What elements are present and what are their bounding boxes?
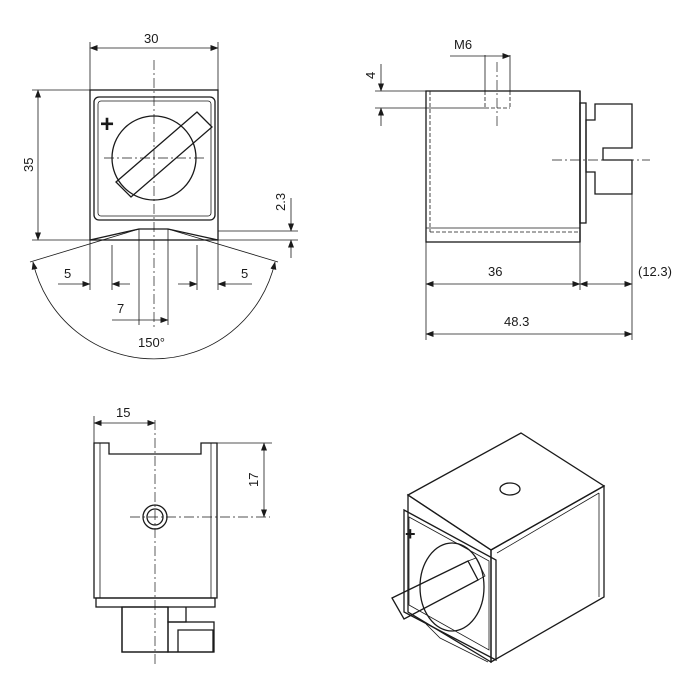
depth-label: 4 xyxy=(363,72,378,79)
gap-dimension-label: 2.3 xyxy=(273,193,288,211)
front-face-inner xyxy=(97,100,212,217)
isometric-view: + xyxy=(391,432,606,664)
angle-label: 150° xyxy=(138,335,165,350)
front-bottom-groove xyxy=(89,228,219,241)
iso-front-face xyxy=(407,493,492,664)
hole-x-label: 15 xyxy=(116,405,130,420)
width-dimension-label: 30 xyxy=(144,31,158,46)
iso-right-face xyxy=(490,484,605,664)
bottom-body xyxy=(93,442,218,599)
bottom-face-plate xyxy=(95,597,216,608)
front-face-plate xyxy=(93,96,216,221)
bottom-knob-body xyxy=(121,606,169,653)
iso-front-plate-inner xyxy=(408,516,490,651)
overall-length-label: 48.3 xyxy=(504,314,529,329)
iso-base-edge xyxy=(425,623,489,663)
iso-plus-symbol: + xyxy=(405,524,416,544)
iso-lever xyxy=(391,560,479,620)
thread-label: M6 xyxy=(454,37,472,52)
iso-front-plate xyxy=(403,508,497,662)
iso-top-hole xyxy=(499,482,521,496)
iso-knob xyxy=(419,542,485,632)
angle-leg-right xyxy=(167,228,279,263)
switch-lever xyxy=(115,111,213,198)
side-knob xyxy=(585,103,633,195)
front-view: + 30 35 2.3 5 5 xyxy=(21,31,298,360)
knob-length-label: (12.3) xyxy=(638,264,672,279)
body-length-label: 36 xyxy=(488,264,502,279)
slot-width-label: 7 xyxy=(117,301,124,316)
bottom-knob-lever xyxy=(167,621,215,653)
angle-arc xyxy=(31,261,277,360)
left-offset-label: 5 xyxy=(64,266,71,281)
iso-lever-top xyxy=(467,557,486,581)
polarity-plus-symbol: + xyxy=(100,111,114,138)
height-dimension-label: 35 xyxy=(21,158,36,172)
bottom-view: 15 17 xyxy=(93,405,272,664)
side-body xyxy=(425,90,581,243)
side-face-plate xyxy=(579,102,587,224)
right-offset-label: 5 xyxy=(241,266,248,281)
angle-leg-left xyxy=(29,228,140,263)
side-view: M6 4 36 (12.3) 48.3 xyxy=(363,37,672,340)
hole-y-label: 17 xyxy=(246,473,261,487)
iso-right-edge-inner xyxy=(496,492,600,554)
